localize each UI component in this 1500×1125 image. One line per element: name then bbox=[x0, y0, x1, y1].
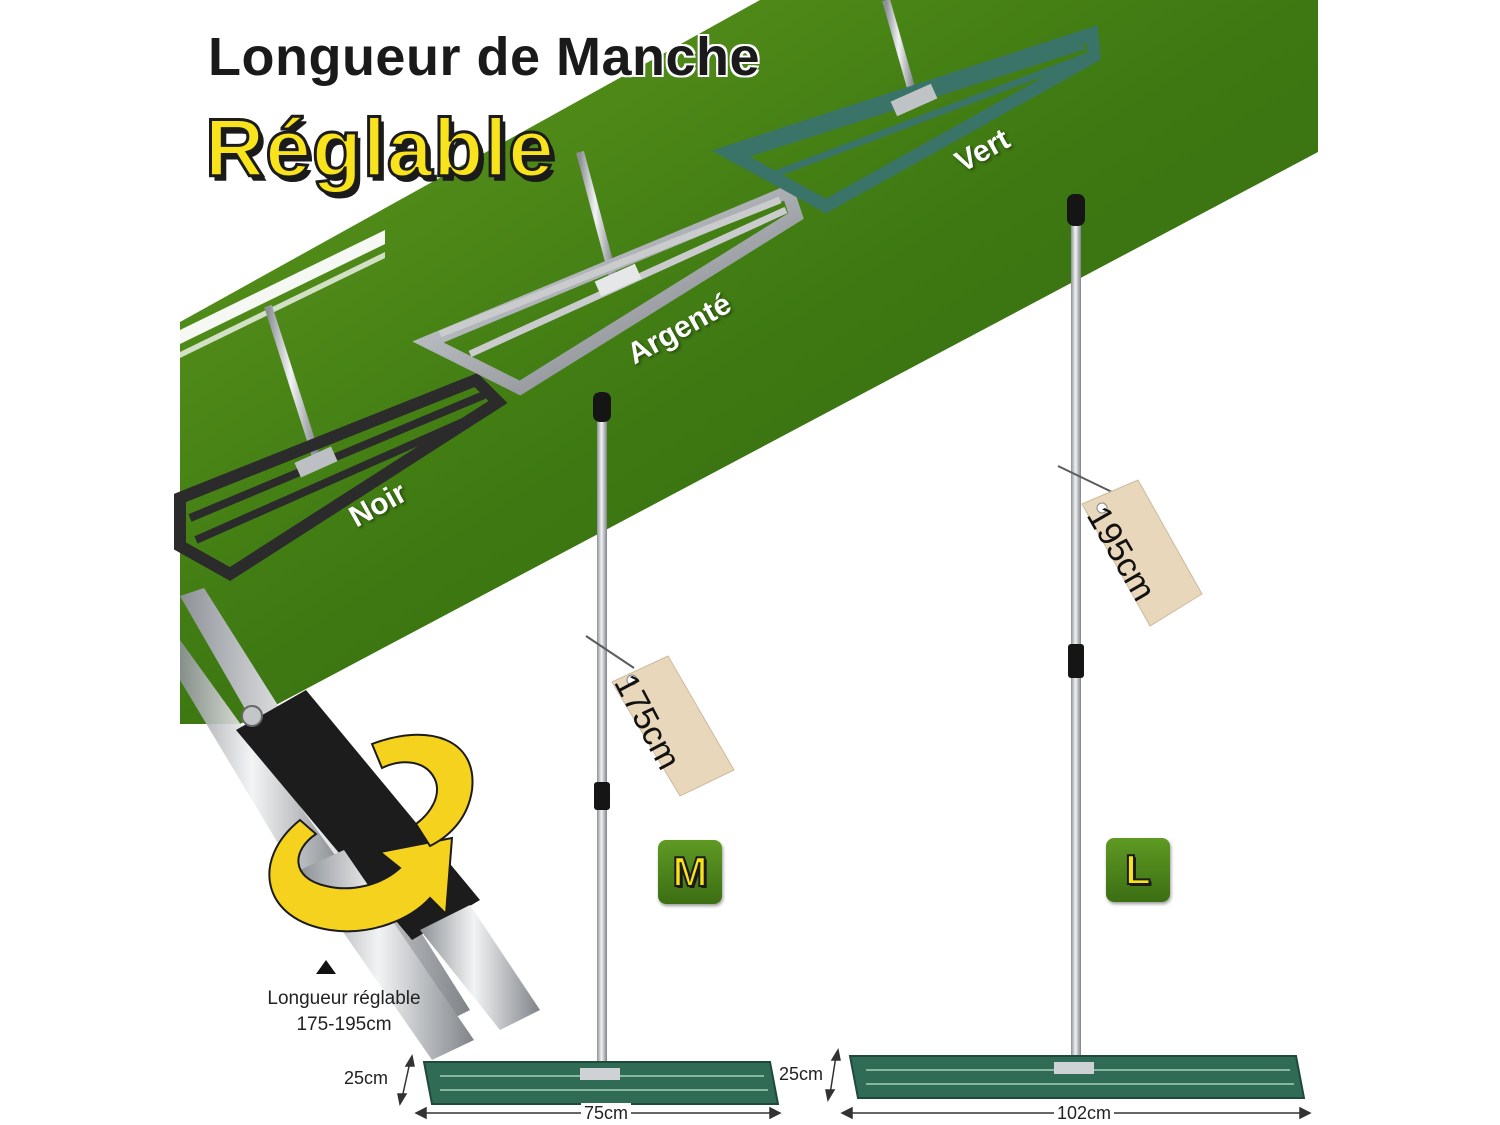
length-tag bbox=[1081, 479, 1203, 627]
rake-size-m bbox=[422, 392, 780, 1105]
rake-size-l bbox=[848, 194, 1306, 1099]
grass-band bbox=[180, 0, 1318, 724]
rake-noir bbox=[174, 304, 508, 581]
size-badge-m-label: M bbox=[672, 847, 709, 896]
dimension-width-m: 25cm bbox=[344, 1068, 389, 1088]
caption-line1: Longueur réglable bbox=[267, 988, 421, 1009]
rake-vert bbox=[711, 0, 1101, 214]
caption-triangle-icon bbox=[316, 960, 336, 974]
size-badge-l: L bbox=[1106, 838, 1170, 902]
size-badge-l-label: L bbox=[1124, 845, 1152, 894]
dimension-width-l: 25cm bbox=[779, 1064, 824, 1084]
size-badge-m: M bbox=[658, 840, 722, 904]
dimension-length-l: 102cm bbox=[1054, 1103, 1115, 1124]
length-tag bbox=[611, 655, 735, 797]
adjustable-length-caption: Longueur réglable 175-195cm bbox=[236, 986, 452, 1038]
caption-line2: 175-195cm bbox=[296, 1014, 392, 1035]
headline-line2: Réglable bbox=[204, 102, 556, 196]
headline-line1: Longueur de Manche bbox=[208, 27, 761, 87]
rake-argente bbox=[412, 150, 804, 396]
rotate-arrow-icon bbox=[268, 733, 474, 933]
dimension-length-m: 75cm bbox=[581, 1103, 632, 1124]
